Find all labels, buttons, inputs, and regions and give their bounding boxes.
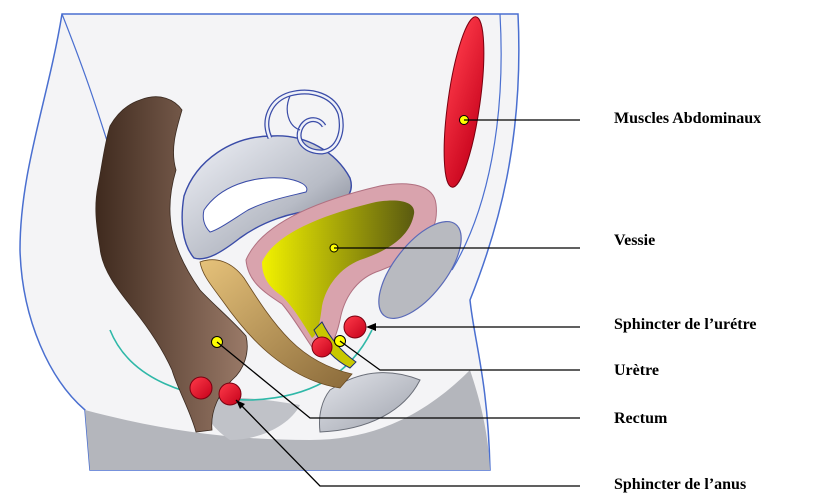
label-muscles-abdominaux: Muscles Abdominaux bbox=[614, 110, 761, 128]
label-sphincter-uretre: Sphincter de l’urétre bbox=[614, 316, 757, 334]
label-sphincter-anus: Sphincter de l’anus bbox=[614, 476, 746, 494]
label-rectum: Rectum bbox=[614, 410, 667, 428]
label-uretre: Urètre bbox=[614, 362, 659, 380]
urethral-sphincter-1 bbox=[344, 316, 366, 338]
anal-sphincter-1 bbox=[190, 377, 212, 399]
urethral-sphincter-2 bbox=[312, 337, 332, 357]
label-vessie: Vessie bbox=[614, 232, 655, 250]
